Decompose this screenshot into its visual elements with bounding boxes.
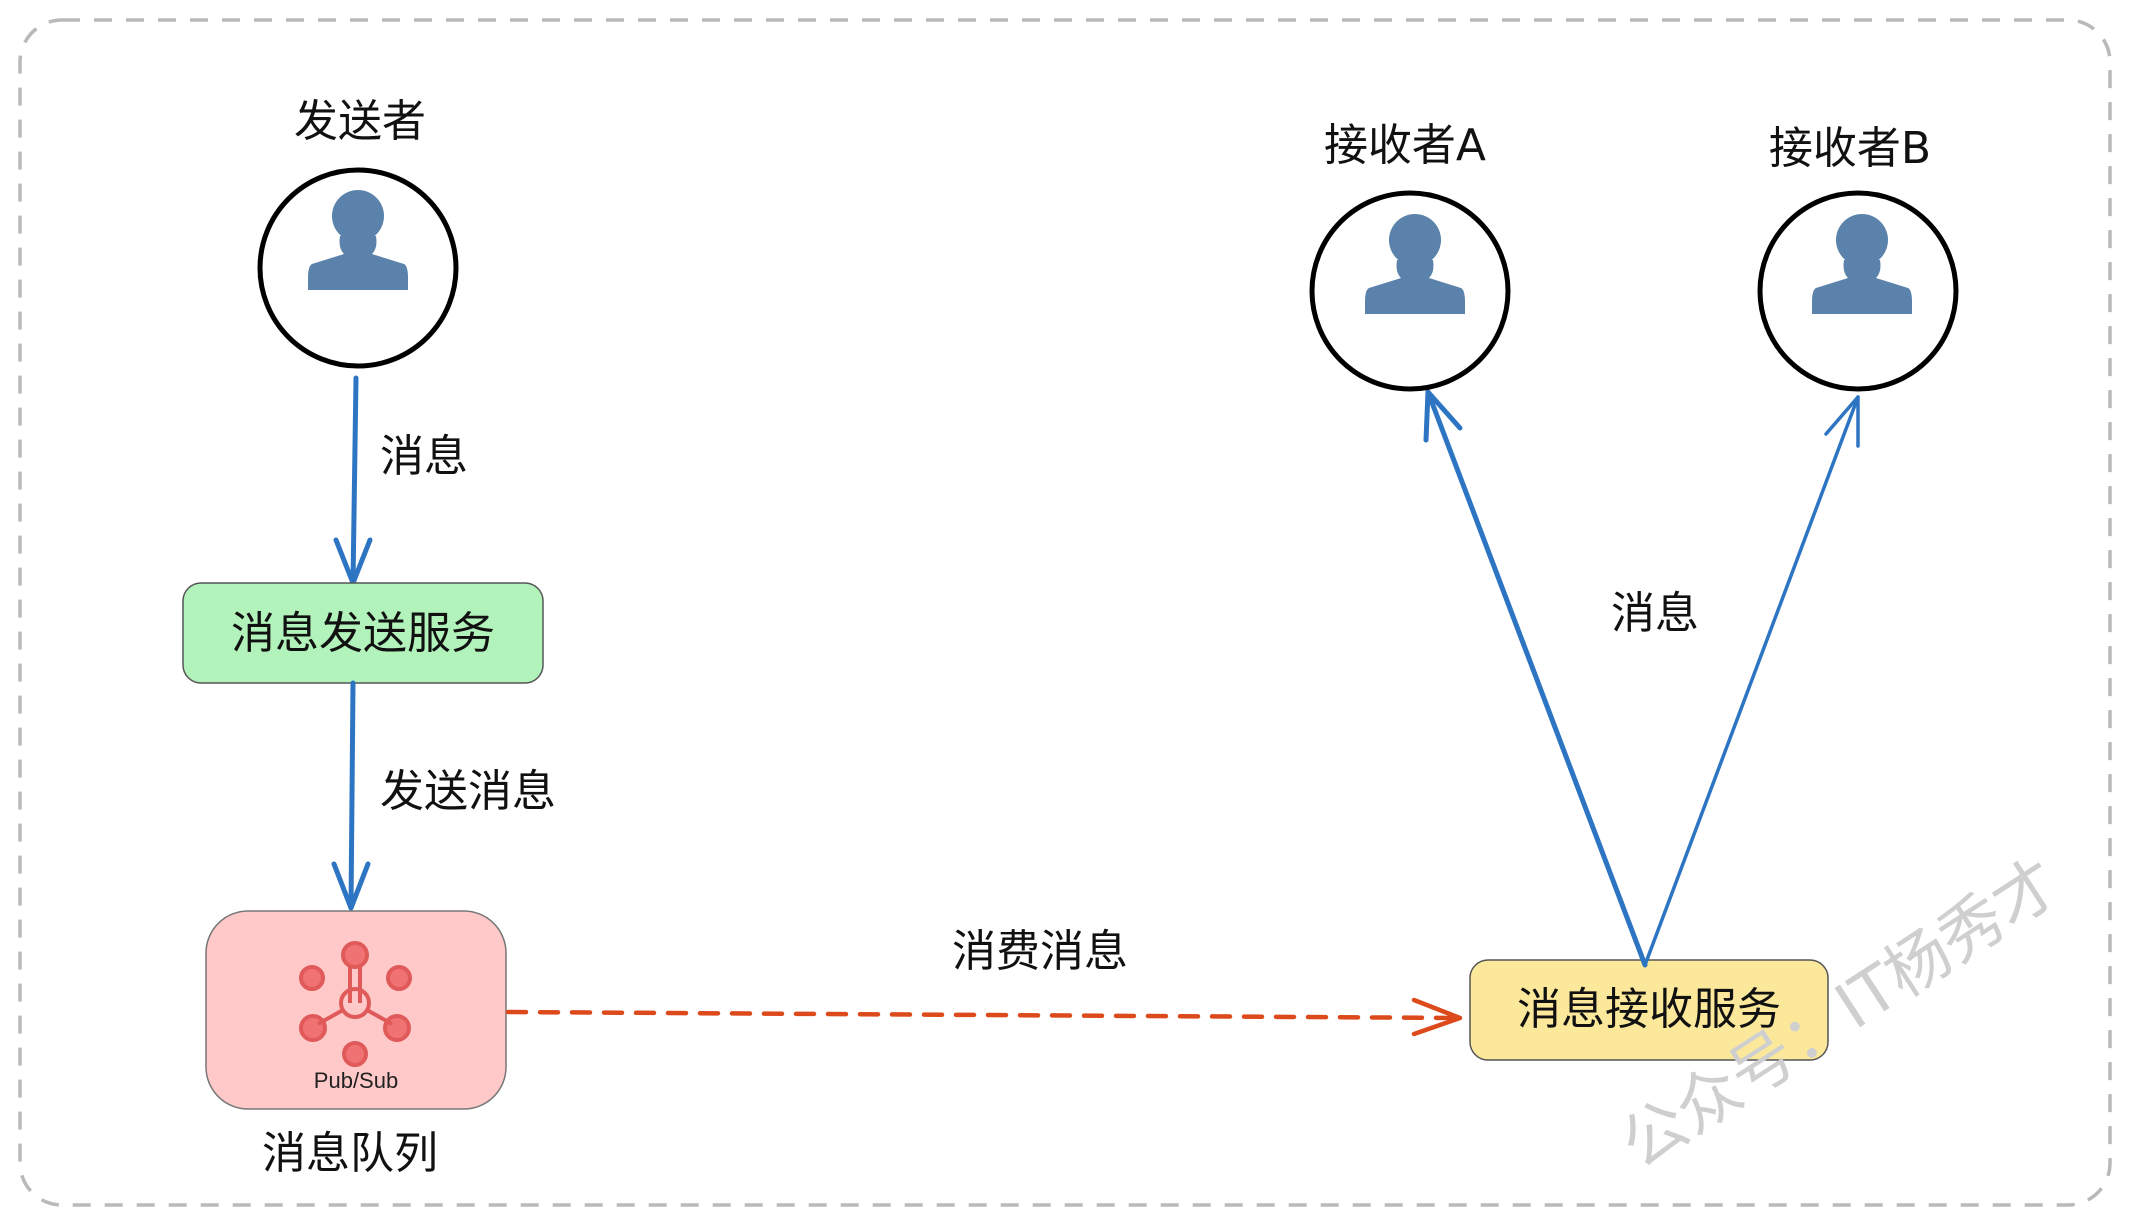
arrow-sender-to-service	[333, 375, 373, 586]
edge-label-service-to-queue: 发送消息	[380, 766, 556, 817]
receive-service-label: 消息接收服务	[1517, 984, 1781, 1035]
edge-label-service-to-receivers: 消息	[1611, 588, 1699, 639]
send-service-node[interactable]: 消息发送服务	[182, 582, 544, 684]
receiver-a-label: 接收者A	[1324, 120, 1486, 171]
arrow-service-to-receiver-a	[1423, 389, 1648, 968]
edge-label-queue-to-receiver: 消费消息	[952, 926, 1128, 977]
edge-label-sender-to-service: 消息	[380, 431, 468, 482]
arrow-queue-to-receive-service	[505, 997, 1463, 1037]
receive-service-node[interactable]: 消息接收服务	[1469, 959, 1829, 1061]
diagram-frame	[18, 18, 2112, 1207]
arrow-service-to-queue	[331, 680, 371, 911]
receiver-a-node[interactable]	[1309, 190, 1511, 392]
sender-label: 发送者	[294, 96, 426, 147]
pubsub-icon	[299, 941, 412, 1067]
message-queue-node[interactable]: Pub/Sub	[205, 910, 507, 1110]
pubsub-caption: Pub/Sub	[314, 1068, 398, 1093]
send-service-label: 消息发送服务	[231, 608, 495, 659]
receiver-b-node[interactable]	[1757, 190, 1959, 392]
sender-node[interactable]	[257, 167, 459, 369]
arrow-service-to-receiver-b	[1643, 395, 1860, 967]
message-queue-label: 消息队列	[262, 1128, 438, 1179]
receiver-b-label: 接收者B	[1769, 123, 1931, 174]
